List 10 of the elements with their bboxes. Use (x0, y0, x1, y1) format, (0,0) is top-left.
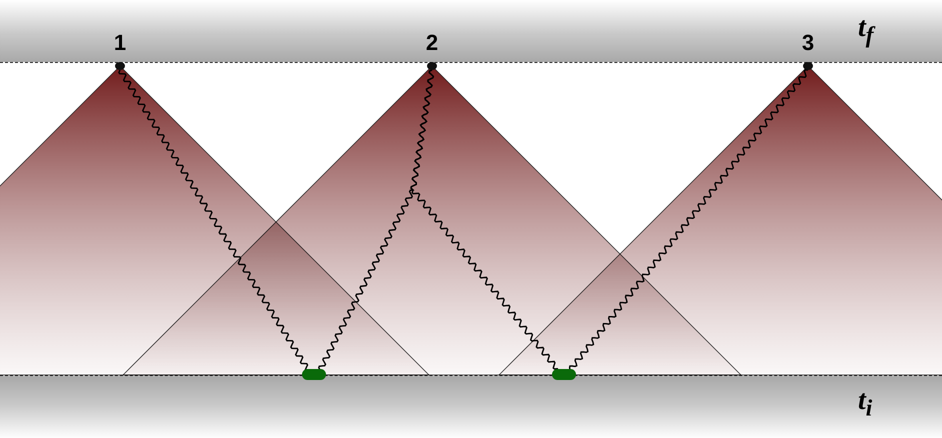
interaction-blob (302, 369, 326, 380)
time-label: t$_{i}$ (858, 385, 872, 423)
point-number: 3 (800, 30, 816, 56)
wavy-line (410, 70, 558, 371)
wavy-line (568, 69, 808, 370)
point-number: 1 (112, 30, 128, 56)
time-label: t$_{f}$ (858, 12, 874, 50)
wavy-line (118, 70, 309, 371)
interaction-blob (552, 369, 576, 380)
point-number: 2 (424, 30, 440, 56)
